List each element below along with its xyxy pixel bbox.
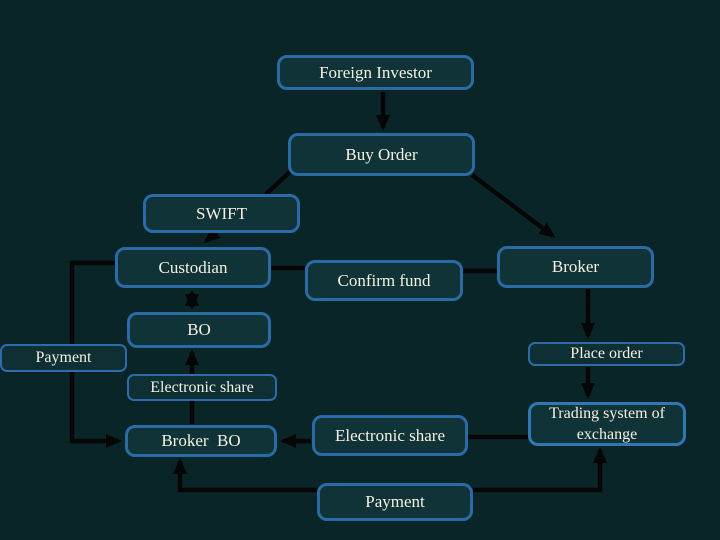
arrow-buy-order-to-broker	[470, 173, 556, 238]
node-label: SWIFT	[196, 203, 247, 223]
node-buy-order: Buy Order	[288, 133, 475, 176]
node-payment-left: Payment	[0, 344, 127, 372]
arrow-payment-to-broker-bo	[173, 458, 317, 493]
node-label: Custodian	[158, 257, 228, 277]
node-label: Electronic share	[335, 425, 445, 445]
node-label: Broker BO	[161, 431, 241, 450]
arrow-payment-to-trading-system	[473, 447, 607, 493]
node-label: Payment	[365, 492, 425, 511]
node-bo: BO	[127, 312, 271, 348]
node-label: Broker	[551, 257, 600, 276]
node-payment-bottom: Payment	[317, 483, 473, 521]
node-label: Electronic share	[150, 378, 254, 396]
line-buy-order-to-swift	[264, 169, 293, 196]
node-broker-bo: Broker BO	[125, 425, 277, 457]
node-label: Foreign Investor	[319, 62, 432, 82]
node-label: BO	[187, 320, 211, 339]
node-foreign-investor: Foreign Investor	[277, 55, 474, 90]
node-label: Trading system of exchange	[549, 405, 665, 443]
node-label: Confirm fund	[337, 270, 431, 290]
node-electronic-share-left: Electronic share	[127, 374, 277, 401]
node-broker: Broker	[497, 246, 654, 288]
node-electronic-share-center: Electronic share	[312, 415, 468, 456]
node-label: Buy Order	[345, 144, 418, 164]
node-swift: SWIFT	[143, 194, 300, 233]
node-trading-system-of-exchange: Trading system of exchange	[528, 402, 686, 446]
node-confirm-fund: Confirm fund	[305, 260, 463, 301]
node-place-order: Place order	[528, 342, 685, 366]
node-custodian: Custodian	[115, 247, 271, 288]
node-label: Payment	[35, 349, 92, 366]
node-label: Place order	[570, 345, 643, 362]
